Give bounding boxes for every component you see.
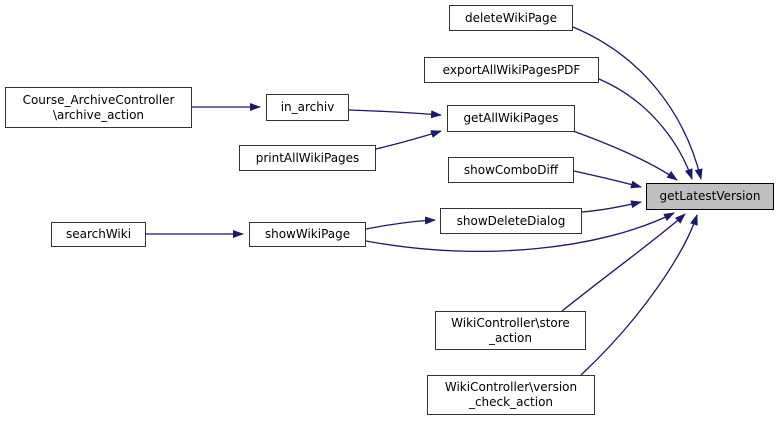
node-label-line1: WikiController\version	[444, 380, 578, 394]
node-label-line2: \archive_action	[52, 107, 145, 122]
edge-exportAllWikiPagesPDF-to-getLatestVersion	[598, 78, 693, 180]
node-label: showDeleteDialog	[456, 213, 566, 228]
node-label: in_archiv	[280, 100, 335, 114]
edge-printAllWikiPages-to-getAllWikiPages	[375, 130, 442, 150]
node-wikicontroller-store-action[interactable]: WikiController\store _action	[435, 311, 586, 350]
edge-getAllWikiPages-to-getLatestVersion	[572, 130, 678, 181]
edge-showWikiPage-to-getLatestVersion	[365, 212, 675, 252]
node-label: searchWiki	[65, 227, 132, 241]
edge-showDeleteDialog-to-getLatestVersion	[581, 200, 642, 213]
edge-in-archiv-to-getAllWikiPages	[348, 109, 442, 119]
node-deleteWikiPage[interactable]: deleteWikiPage	[449, 5, 573, 31]
node-label-line1: WikiController\store	[451, 315, 570, 330]
edge-deleteWikiPage-to-getLatestVersion	[572, 26, 703, 180]
edge-showWikiPage-to-showDeleteDialog	[365, 216, 436, 230]
node-showDeleteDialog[interactable]: showDeleteDialog	[440, 208, 582, 234]
node-label-line2: _check_action	[468, 395, 554, 409]
node-exportAllWikiPagesPDF[interactable]: exportAllWikiPagesPDF	[424, 57, 599, 83]
node-label-line2: _action	[489, 330, 532, 345]
node-course-archive-controller-archive-action[interactable]: Course_ArchiveController \archive_action	[5, 87, 192, 128]
edge-store-action-to-getLatestVersion	[561, 213, 686, 312]
node-label: deleteWikiPage	[464, 10, 558, 25]
node-searchWiki[interactable]: searchWiki	[51, 222, 146, 247]
node-label: showWikiPage	[264, 227, 351, 241]
node-label: printAllWikiPages	[255, 150, 360, 165]
edge-version-check-action-to-getLatestVersion	[580, 214, 698, 376]
node-label: getLatestVersion	[659, 189, 761, 203]
node-showComboDiff[interactable]: showComboDiff	[448, 157, 574, 183]
node-label: showComboDiff	[463, 162, 559, 177]
node-label: getAllWikiPages	[463, 111, 559, 125]
node-label: exportAllWikiPagesPDF	[442, 62, 581, 77]
node-showWikiPage[interactable]: showWikiPage	[249, 222, 366, 247]
node-getAllWikiPages[interactable]: getAllWikiPages	[447, 105, 575, 132]
node-in-archiv[interactable]: in_archiv	[266, 94, 349, 121]
node-getLatestVersion-highlighted: getLatestVersion	[646, 183, 774, 210]
node-label-line1: Course_ArchiveController	[22, 92, 175, 107]
edge-showComboDiff-to-getLatestVersion	[573, 170, 642, 189]
node-printAllWikiPages[interactable]: printAllWikiPages	[239, 145, 376, 171]
node-wikicontroller-version-check-action[interactable]: WikiController\version _check_action	[427, 375, 595, 415]
